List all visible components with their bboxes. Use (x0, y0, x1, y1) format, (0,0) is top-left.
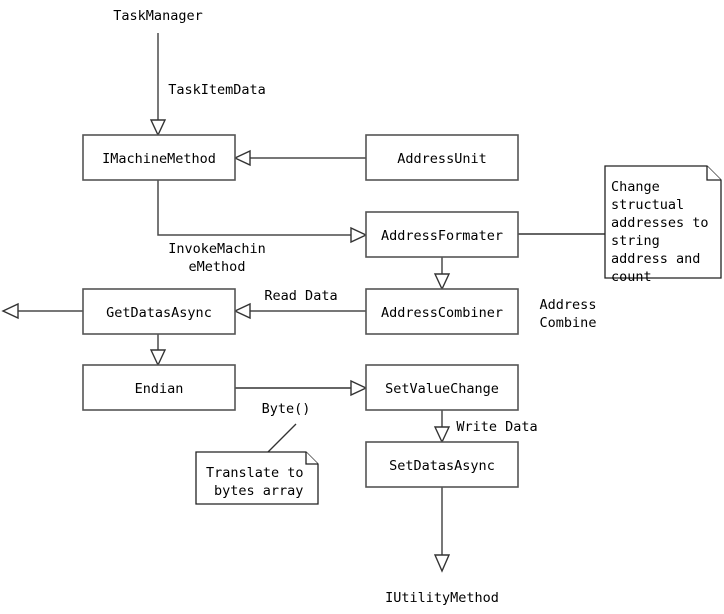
edge-setdatasasync-to-iutilitymethod (433, 487, 451, 573)
edge-label-invoke-machine-method-line1: InvokeMachin (168, 241, 266, 257)
node-address-unit[interactable]: AddressUnit (365, 134, 519, 181)
node-get-datas-async[interactable]: GetDatasAsync (82, 288, 236, 335)
edge-label-address-combine-line1: Address (540, 297, 597, 313)
edge-addressformater-to-addresscombiner (433, 257, 451, 291)
note-line-3: addresses to (611, 215, 709, 231)
node-label-set-value-change: SetValueChange (385, 381, 499, 397)
edge-imachinemethod-to-addressformater (157, 180, 368, 244)
node-set-value-change[interactable]: SetValueChange (365, 364, 519, 411)
edge-label-address-combine-line2: Combine (540, 315, 597, 331)
edge-label-read-data: Read Data (264, 288, 337, 304)
edge-getdatasasync-to-external-left (1, 302, 83, 320)
edge-endian-to-setvaluechange (235, 379, 368, 397)
boxes-layer: IMachineMethod AddressUnit AddressFormat… (82, 134, 519, 488)
leader-line-translate-note (264, 423, 297, 456)
node-endian[interactable]: Endian (82, 364, 236, 411)
node-label-imachine-method: IMachineMethod (102, 151, 216, 167)
note2-line-1: Translate to (206, 465, 304, 481)
node-set-datas-async[interactable]: SetDatasAsync (365, 441, 519, 488)
endpoint-label-task-manager: TaskManager (113, 8, 202, 24)
note2-line-2: bytes array (214, 483, 303, 499)
edge-setvaluechange-to-setdatasasync (433, 410, 451, 444)
node-label-set-datas-async: SetDatasAsync (389, 458, 495, 474)
note-line-2: structual (611, 197, 684, 213)
endpoint-label-iutility-method: IUtilityMethod (385, 590, 499, 606)
edge-addressunit-to-imachinemethod (233, 149, 366, 167)
node-label-address-unit: AddressUnit (397, 151, 486, 167)
edges-layer (1, 33, 605, 573)
node-address-combiner[interactable]: AddressCombiner (365, 288, 519, 335)
node-label-address-formater: AddressFormater (381, 228, 503, 244)
node-label-endian: Endian (135, 381, 184, 397)
note-line-5: address and (611, 251, 700, 267)
note-line-1: Change (611, 179, 660, 195)
edge-addresscombiner-to-getdatasasync (233, 302, 366, 320)
edge-taskmanager-to-imachinemethod (149, 33, 167, 137)
note-translate-bytes[interactable]: Translate to bytes array (195, 451, 319, 505)
edge-label-task-item-data: TaskItemData (168, 82, 266, 98)
edge-label-write-data: Write Data (456, 419, 537, 435)
node-label-get-datas-async: GetDatasAsync (106, 305, 212, 321)
note-line-4: string (611, 233, 660, 249)
notes-layer: Change structual addresses to string add… (195, 165, 722, 505)
labels-layer: TaskManager IUtilityMethod TaskItemData … (113, 8, 596, 606)
note-line-6: count (611, 269, 652, 285)
note-address-change[interactable]: Change structual addresses to string add… (604, 165, 722, 285)
node-address-formater[interactable]: AddressFormater (365, 211, 519, 258)
edge-getdatasasync-to-endian (149, 334, 167, 367)
edge-label-byte-call: Byte() (262, 401, 311, 417)
node-label-address-combiner: AddressCombiner (381, 305, 503, 321)
edge-label-invoke-machine-method-line2: eMethod (189, 259, 246, 275)
node-imachine-method[interactable]: IMachineMethod (82, 134, 236, 181)
